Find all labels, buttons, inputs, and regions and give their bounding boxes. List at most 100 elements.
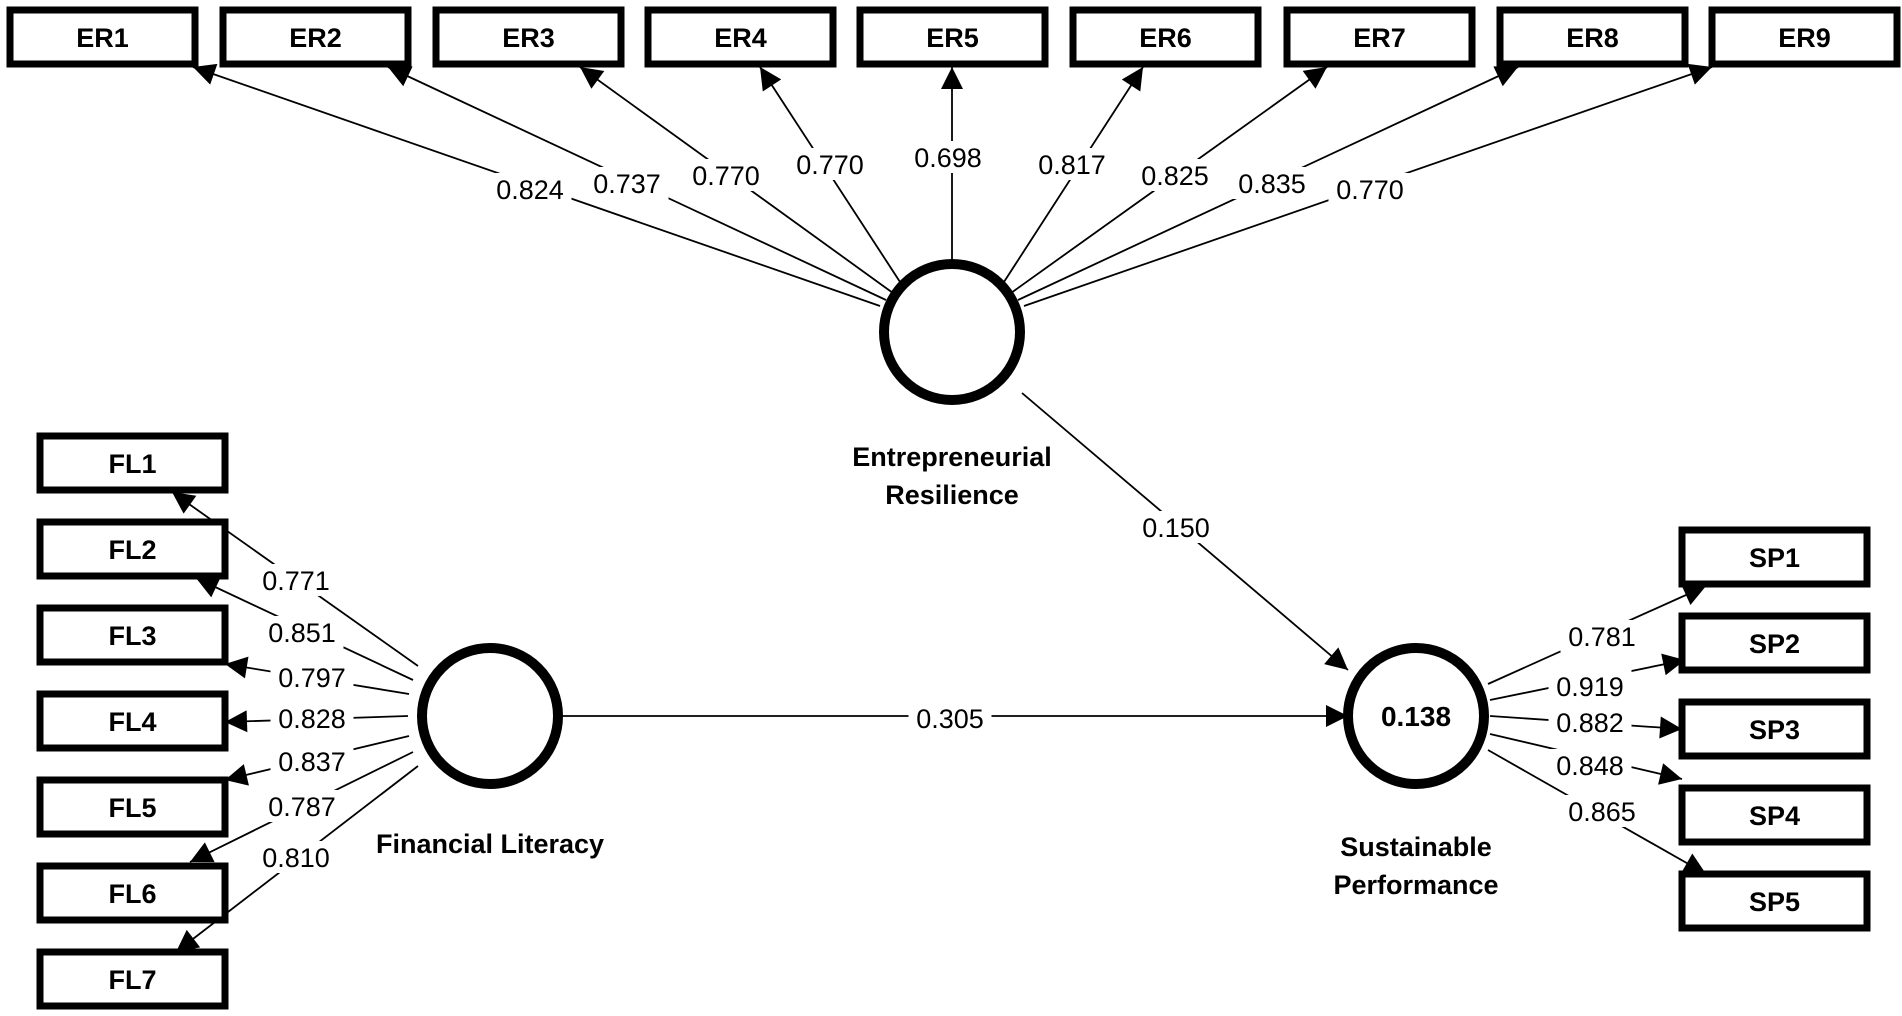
indicator-er6: ER6 [1069,6,1262,68]
path-coefficient-er-sp-text: 0.150 [1142,513,1210,543]
loading-fl4: 0.828 [270,702,354,734]
loading-fl2-text: 0.851 [268,618,336,648]
indicator-fl6: FL6 [36,862,229,924]
loading-fl6: 0.787 [260,790,344,822]
weights-layer: 0.824 0.737 0.770 0.770 0.698 0.817 0.825 0.835… [254,141,1644,873]
indicator-fl1: FL1 [36,432,229,494]
indicator-fl3-label: FL3 [108,621,156,651]
indicator-sp2-label: SP2 [1749,629,1800,659]
indicator-fl1-label: FL1 [108,449,156,479]
indicator-fl2: FL2 [36,518,229,580]
indicator-er2-label: ER2 [289,23,342,53]
indicator-er4: ER4 [644,6,837,68]
indicator-sp3: SP3 [1678,698,1871,760]
indicator-er9-label: ER9 [1778,23,1831,53]
indicator-er3: ER3 [432,6,625,68]
loading-er2-text: 0.737 [593,169,661,199]
loading-er7-text: 0.825 [1141,161,1209,191]
indicator-sp1-label: SP1 [1749,543,1800,573]
loading-sp4: 0.848 [1548,749,1632,781]
loading-fl2: 0.851 [260,616,344,648]
indicator-fl4-label: FL4 [108,707,156,737]
loading-er3-text: 0.770 [692,161,760,191]
loading-fl1-text: 0.771 [262,566,330,596]
path-coefficient-fl-sp: 0.305 [908,702,992,734]
loading-er9: 0.770 [1328,173,1412,205]
indicator-er1-label: ER1 [76,23,129,53]
indicator-sp5-label: SP5 [1749,887,1800,917]
indicator-fl3: FL3 [36,604,229,666]
loading-fl6-text: 0.787 [268,792,336,822]
indicator-er5-label: ER5 [926,23,979,53]
latent-fl: Financial Literacy [376,643,604,859]
loading-er9-text: 0.770 [1336,175,1404,205]
loading-fl3: 0.797 [270,661,354,693]
loading-sp1-text: 0.781 [1568,622,1636,652]
indicator-er8-label: ER8 [1566,23,1619,53]
loading-sp1: 0.781 [1560,620,1644,652]
loading-er6-text: 0.817 [1038,150,1106,180]
indicator-fl7: FL7 [36,948,229,1010]
loading-sp5-text: 0.865 [1568,797,1636,827]
indicator-er9: ER9 [1708,6,1901,68]
indicator-er8: ER8 [1496,6,1689,68]
loading-er3: 0.770 [684,159,768,191]
indicator-er1: ER1 [6,6,199,68]
loading-sp5: 0.865 [1560,795,1644,827]
loading-sp3-text: 0.882 [1556,708,1624,738]
indicator-fl6-label: FL6 [108,879,156,909]
indicator-er4-label: ER4 [714,23,767,53]
loading-fl7: 0.810 [254,841,338,873]
indicator-sp4-label: SP4 [1749,801,1800,831]
loading-sp2-text: 0.919 [1556,672,1624,702]
loading-fl4-text: 0.828 [278,704,346,734]
loading-fl1: 0.771 [254,564,338,596]
indicator-er5: ER5 [856,6,1049,68]
loading-sp3: 0.882 [1548,706,1632,738]
indicator-er6-label: ER6 [1139,23,1192,53]
latent-label-sp-2: Performance [1333,870,1498,900]
latent-label-sp-1: Sustainable [1340,832,1492,862]
loading-er8-text: 0.835 [1238,169,1306,199]
indicator-sp1: SP1 [1678,526,1871,588]
path-coefficient-fl-sp-text: 0.305 [916,704,984,734]
loading-er2: 0.737 [585,167,669,199]
loading-er5-text: 0.698 [914,143,982,173]
loading-er5: 0.698 [906,141,990,173]
indicator-sp5: SP5 [1678,870,1871,932]
nodes-layer: ER1 ER2 ER3 ER4 ER5 ER6 ER7 ER8 ER9FL1FL2FL3FL4F… [6,6,1901,1010]
loading-sp4-text: 0.848 [1556,751,1624,781]
latent-label-er-1: Entrepreneurial [852,442,1052,472]
r-squared-sp: 0.138 [1381,701,1451,732]
loading-fl7-text: 0.810 [262,843,330,873]
loading-er8: 0.835 [1230,167,1314,199]
indicator-fl5-label: FL5 [108,793,156,823]
loading-fl5: 0.837 [270,745,354,777]
indicator-sp3-label: SP3 [1749,715,1800,745]
loading-sp2: 0.919 [1548,670,1632,702]
indicator-fl5: FL5 [36,776,229,838]
indicator-er7-label: ER7 [1353,23,1406,53]
indicator-sp2: SP2 [1678,612,1871,674]
loading-fl3-text: 0.797 [278,663,346,693]
loading-er1-text: 0.824 [496,175,564,205]
indicator-er7: ER7 [1283,6,1476,68]
loading-er4-text: 0.770 [796,150,864,180]
indicator-fl2-label: FL2 [108,535,156,565]
loading-er6: 0.817 [1030,148,1114,180]
latent-label-fl-1: Financial Literacy [376,829,604,859]
indicator-fl4: FL4 [36,690,229,752]
indicator-er3-label: ER3 [502,23,555,53]
loading-er7: 0.825 [1133,159,1217,191]
loading-fl5-text: 0.837 [278,747,346,777]
path-coefficient-er-sp: 0.150 [1134,511,1218,543]
indicator-sp4: SP4 [1678,784,1871,846]
latent-label-er-2: Resilience [885,480,1019,510]
indicator-fl7-label: FL7 [108,965,156,995]
loading-er4: 0.770 [788,148,872,180]
indicator-er2: ER2 [219,6,412,68]
